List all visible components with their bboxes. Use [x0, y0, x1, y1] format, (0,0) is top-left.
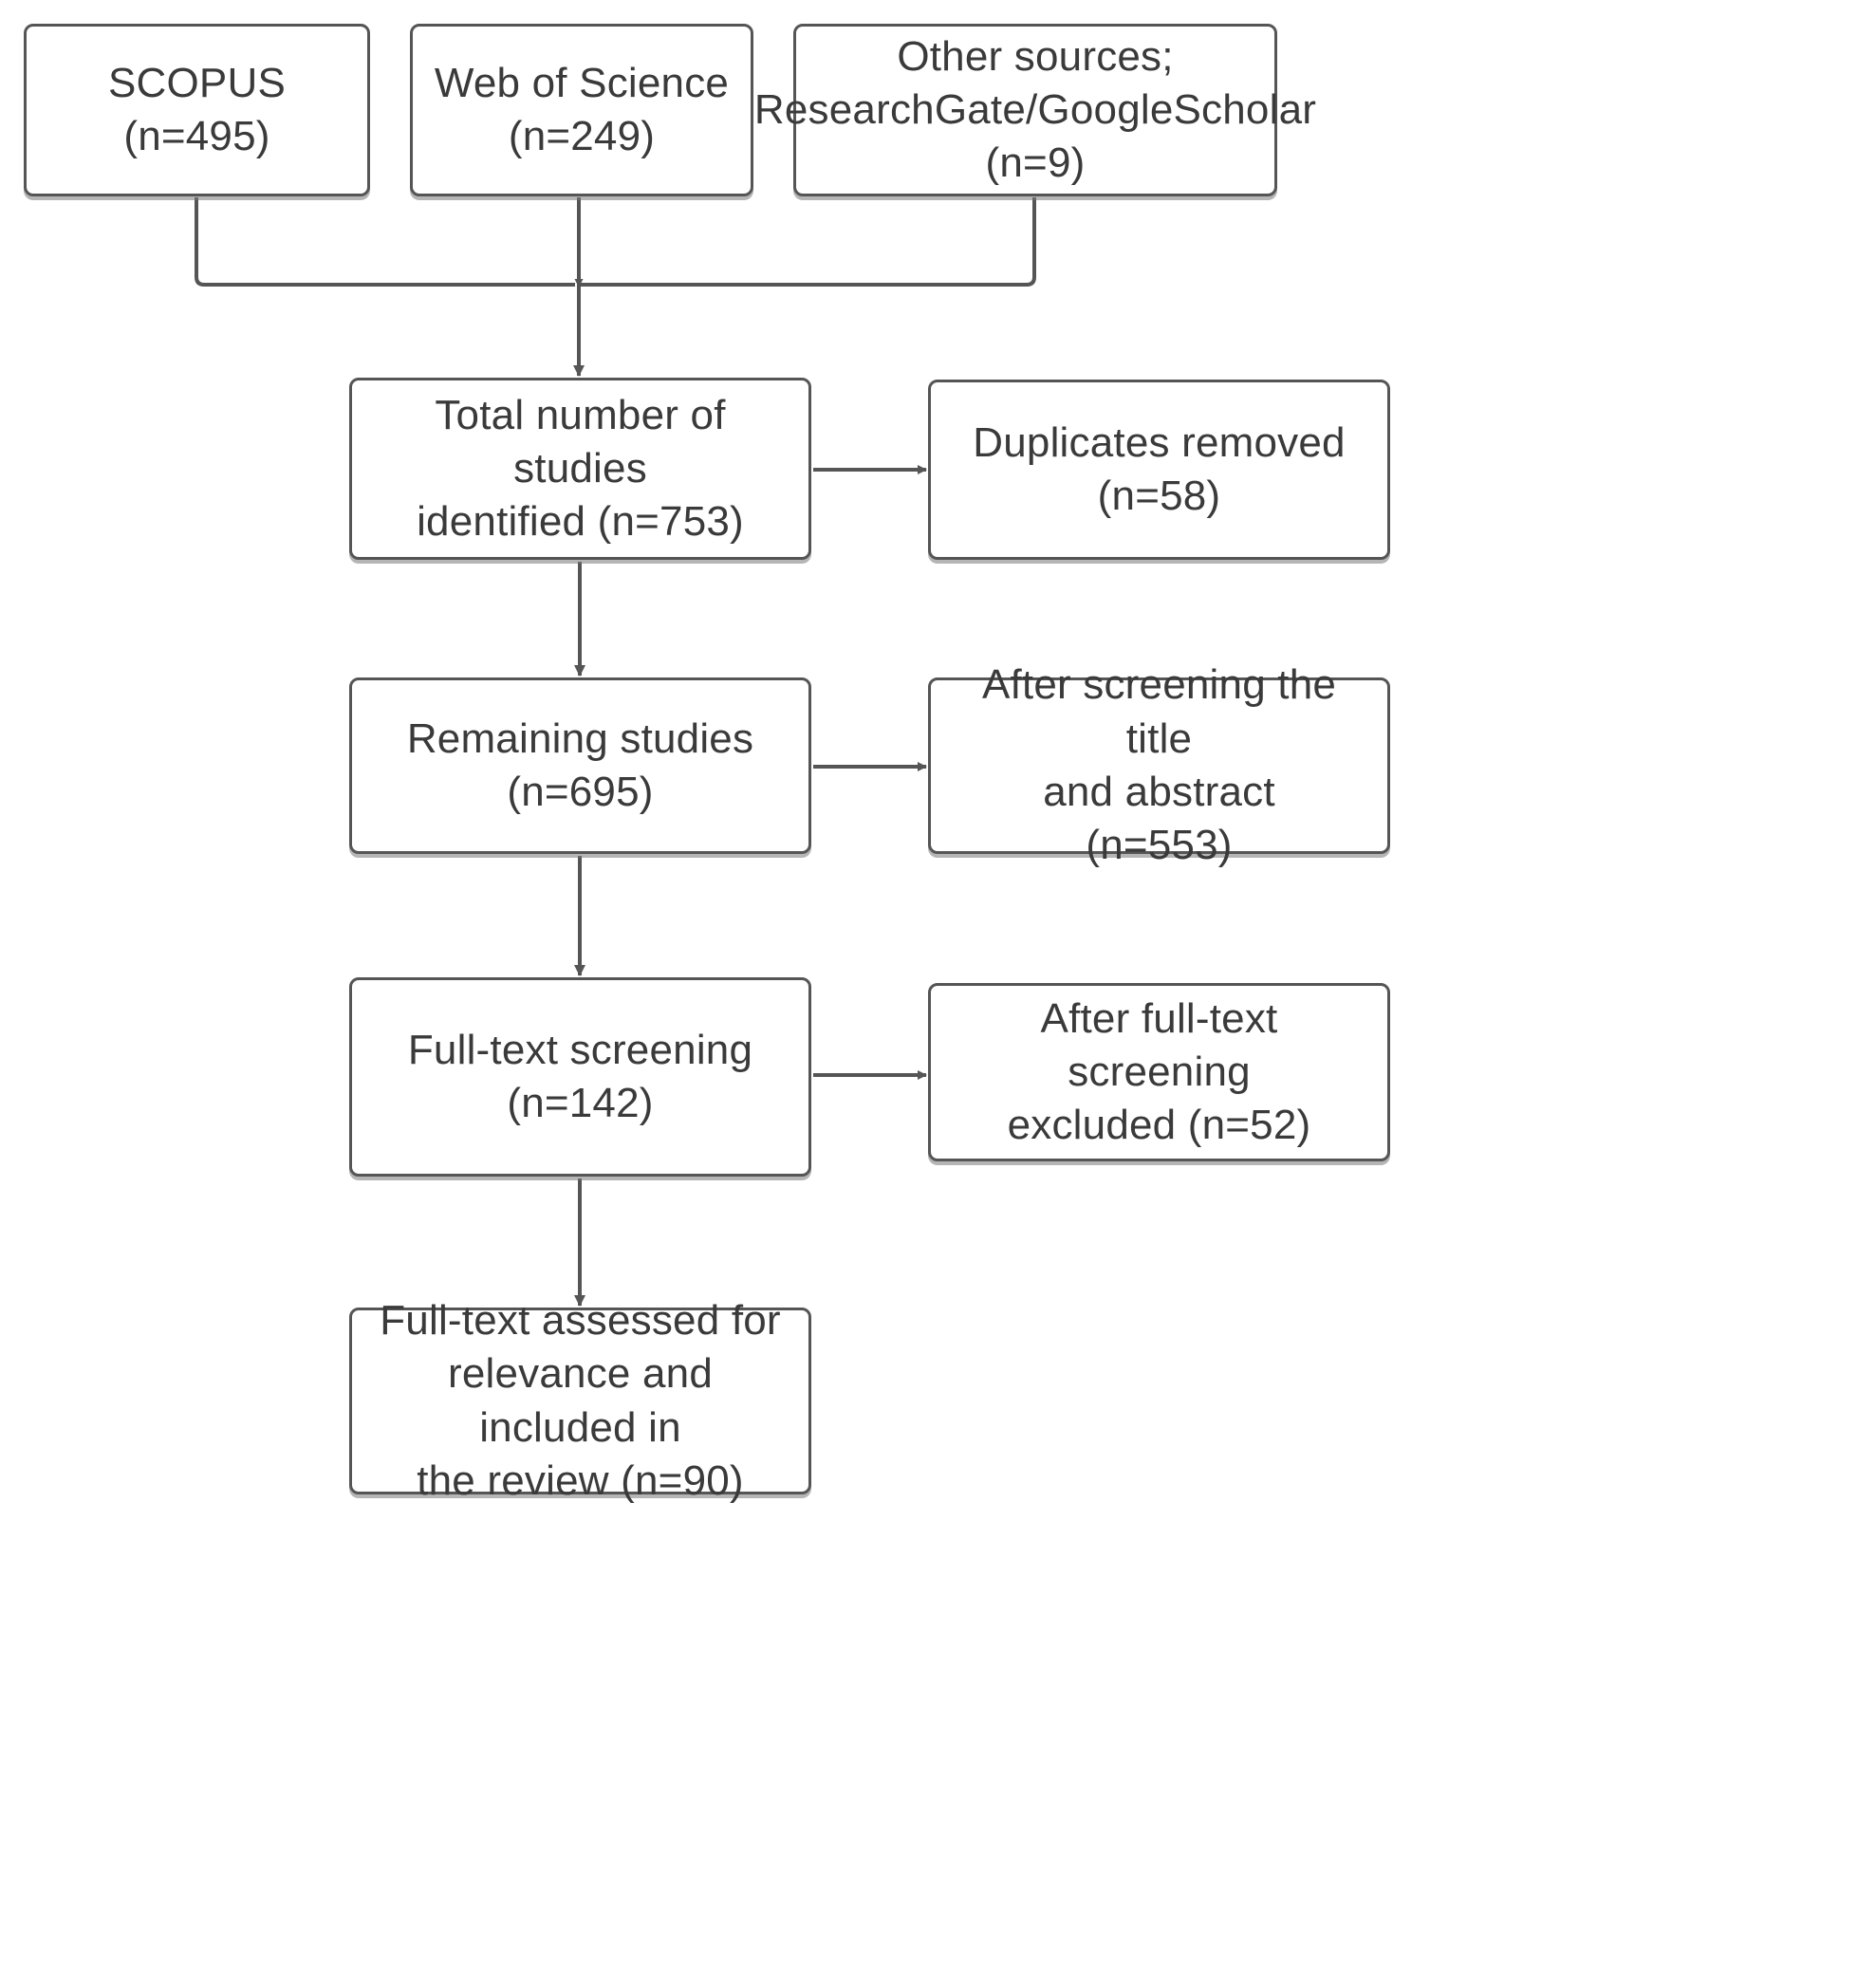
- node-after-screening-title-abstract[interactable]: After screening the title and abstract (…: [928, 661, 1390, 868]
- node-after-full-text-excluded[interactable]: After full-text screening excluded (n=52…: [928, 983, 1390, 1161]
- node-full-text-screening[interactable]: Full-text screening (n=142): [349, 977, 811, 1177]
- node-scopus[interactable]: SCOPUS (n=495): [24, 24, 370, 196]
- node-total-studies-identified[interactable]: Total number of studies identified (n=75…: [349, 378, 811, 560]
- node-web-of-science[interactable]: Web of Science (n=249): [410, 24, 753, 196]
- node-duplicates-removed[interactable]: Duplicates removed (n=58): [928, 380, 1390, 560]
- node-full-text-assessed-included[interactable]: Full-text assessed for relevance and inc…: [349, 1297, 811, 1504]
- node-remaining-studies[interactable]: Remaining studies (n=695): [349, 677, 811, 854]
- edge-other-to-identified: [579, 197, 1036, 287]
- edge-scopus-to-identified: [195, 197, 575, 287]
- node-other-sources[interactable]: Other sources; ResearchGate/GoogleSchola…: [754, 24, 1316, 196]
